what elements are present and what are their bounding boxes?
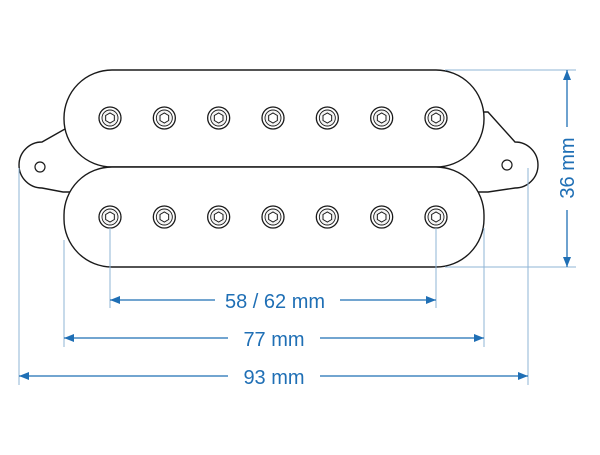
pole-piece — [98, 205, 122, 229]
height-label: 36 mm — [557, 137, 579, 198]
pole-piece — [315, 205, 339, 229]
extension-lines — [18, 69, 576, 385]
pole-piece — [261, 106, 285, 130]
pole-spacing-dimension: 58 / 62 mm — [110, 291, 436, 313]
left-mounting-hole — [34, 161, 46, 173]
pole-piece — [98, 106, 122, 130]
top-pole-pieces — [98, 106, 448, 130]
pole-piece — [261, 205, 285, 229]
pole-piece — [315, 106, 339, 130]
height-dimension: 36 mm — [557, 70, 579, 267]
pole-piece — [207, 106, 231, 130]
pole-piece — [152, 106, 176, 130]
bottom-pole-pieces — [98, 205, 448, 229]
overall-width-dimension: 93 mm — [19, 367, 528, 389]
cover-width-label: 77 mm — [243, 329, 304, 351]
overall-width-label: 93 mm — [243, 367, 304, 389]
pole-spacing-label: 58 / 62 mm — [225, 291, 325, 313]
pole-piece — [152, 205, 176, 229]
right-mounting-hole — [501, 159, 513, 171]
pole-piece — [370, 205, 394, 229]
pole-piece — [424, 106, 448, 130]
pole-piece — [207, 205, 231, 229]
pole-piece — [370, 106, 394, 130]
pole-piece — [424, 205, 448, 229]
cover-width-dimension: 77 mm — [64, 329, 484, 351]
